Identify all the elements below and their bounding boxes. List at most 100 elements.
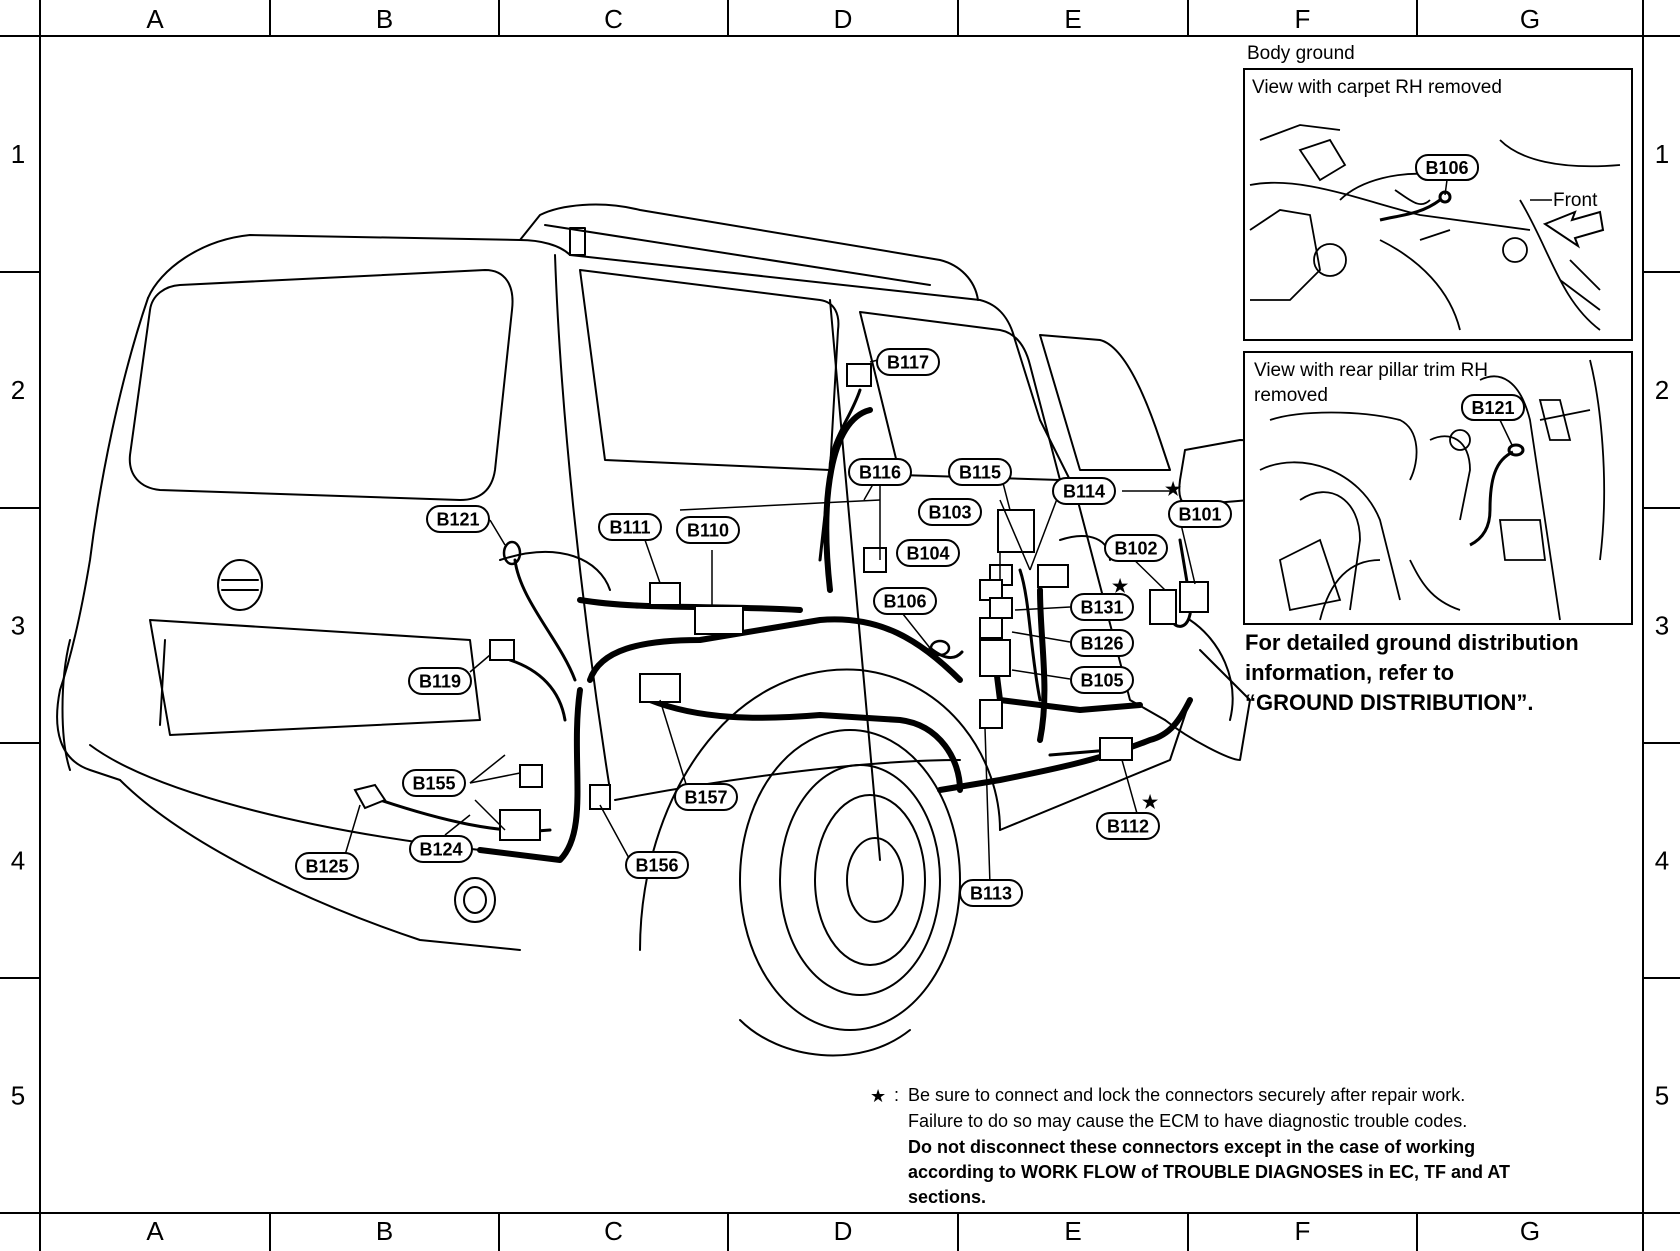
star-mark-b101: ★ (1165, 479, 1182, 499)
connector-callout-b121: B121 (426, 505, 490, 533)
inset-pillar-title-2: removed (1254, 385, 1328, 406)
inset-carpet-title: View with carpet RH removed (1252, 77, 1502, 98)
col-label-b-bottom: B (376, 1216, 393, 1246)
callout-frame-b155 (402, 769, 466, 797)
connector-callout-b131: B131 (1070, 593, 1134, 621)
connector-label-b112: B112 (1107, 817, 1149, 837)
front-arrow-label: Front (1553, 190, 1598, 211)
footnote-star: ★ (870, 1086, 886, 1106)
inset-pillar-callout: B121 (1461, 394, 1525, 446)
callout-frame-b116 (848, 458, 912, 486)
footnote-bold-1: Do not disconnect these connectors excep… (908, 1137, 1475, 1157)
callout-frame-b124 (409, 835, 473, 863)
connector-label-b119: B119 (419, 672, 461, 692)
col-label-c-top: C (604, 4, 623, 34)
connector-label-b102: B102 (1114, 539, 1157, 559)
connector-label-b105: B105 (1080, 671, 1123, 691)
callout-frame-b156 (625, 851, 689, 879)
connector-label-b103: B103 (928, 503, 971, 523)
connector-callout-b106: B106 (873, 587, 937, 615)
col-label-c-bottom: C (604, 1216, 623, 1246)
footnote-bold-2: according to WORK FLOW of TROUBLE DIAGNO… (908, 1162, 1510, 1182)
connector-label-b114: B114 (1063, 482, 1105, 502)
inset-carpet-callout: B106 (1415, 154, 1479, 196)
connector-label-b121: B121 (436, 510, 479, 530)
inset-carpet: View with carpet RH removed Front B106 (1243, 68, 1633, 341)
col-label-e-top: E (1064, 4, 1081, 34)
connector-callout-b155: B155 (402, 769, 466, 797)
callout-frame-b121 (426, 505, 490, 533)
callout-frame-b126 (1070, 629, 1134, 657)
footnote-line-2: Failure to do so may cause the ECM to ha… (908, 1111, 1467, 1131)
connector-label-b101: B101 (1178, 505, 1221, 525)
row-label-5-left: 5 (11, 1081, 25, 1111)
connector-label-b113: B113 (970, 884, 1012, 904)
connector-callout-b113: B113 (959, 879, 1023, 907)
connector-label-b104: B104 (906, 544, 949, 564)
col-label-a-bottom: A (146, 1216, 164, 1246)
connector-label-b126: B126 (1080, 634, 1123, 654)
star-mark-b102: ★ (1112, 576, 1129, 596)
row-label-2-left: 2 (11, 375, 25, 405)
col-label-f-top: F (1295, 4, 1311, 34)
connector-label-b131: B131 (1080, 598, 1123, 618)
connector-label-b157: B157 (684, 788, 727, 808)
connector-callout-b124: B124 (409, 835, 473, 863)
callout-frame-b104 (896, 539, 960, 567)
connector-label-b156: B156 (635, 856, 678, 876)
col-label-g-bottom: G (1520, 1216, 1540, 1246)
connector-callout-b112: B112 (1096, 812, 1160, 840)
connector-label-b110: B110 (687, 521, 729, 541)
callout-frame-b103 (918, 498, 982, 526)
front-arrow-icon (1542, 210, 1605, 249)
col-label-e-bottom: E (1064, 1216, 1081, 1246)
callout-frame-b117 (876, 348, 940, 376)
callout-frame-b101 (1168, 500, 1232, 528)
connector-callout-b116: B116 (848, 458, 912, 486)
row-label-3-right: 3 (1655, 611, 1669, 641)
footnote-colon: : (894, 1085, 899, 1105)
connector-callout-b101: B101 (1168, 500, 1232, 528)
ground-eyelets (502, 540, 951, 657)
body-ground-label: Body ground (1247, 43, 1355, 64)
connector-blocks (353, 363, 1209, 841)
note-line-2: information, refer to (1245, 660, 1454, 685)
connector-label-b116: B116 (859, 463, 901, 483)
connector-callout-b105: B105 (1070, 666, 1134, 694)
inset-pillar-title-1: View with rear pillar trim RH (1254, 360, 1488, 381)
callout-frame-b114 (1052, 477, 1116, 505)
connector-label-b117: B117 (887, 353, 929, 373)
connector-callout-b157: B157 (674, 783, 738, 811)
leader-lines (344, 359, 1196, 886)
ground-distribution-note: For detailed ground distribution informa… (1245, 630, 1579, 715)
col-label-b-top: B (376, 4, 393, 34)
row-label-4-right: 4 (1655, 846, 1669, 876)
callout-frame-b111 (598, 513, 662, 541)
col-label-g-top: G (1520, 4, 1540, 34)
footnote: ★ : Be sure to connect and lock the conn… (870, 1085, 1510, 1207)
connector-label-b155: B155 (412, 774, 455, 794)
row-label-2-right: 2 (1655, 375, 1669, 405)
footnote-line-1: Be sure to connect and lock the connecto… (908, 1085, 1465, 1105)
callout-frame-b115 (948, 458, 1012, 486)
callout-frame-b125 (295, 852, 359, 880)
connector-callout-b104: B104 (896, 539, 960, 567)
callout-frame-b157 (674, 783, 738, 811)
connector-callout-b117: B117 (876, 348, 940, 376)
inset-carpet-connector-label: B106 (1425, 158, 1468, 178)
connector-callout-b102: B102 (1104, 534, 1168, 562)
connector-label-b106: B106 (883, 592, 926, 612)
row-label-3-left: 3 (11, 611, 25, 641)
col-label-f-bottom: F (1295, 1216, 1311, 1246)
connector-callout-b110: B110 (676, 516, 740, 544)
note-line-1: For detailed ground distribution (1245, 630, 1579, 655)
connector-callout-b114: B114 (1052, 477, 1116, 505)
row-label-5-right: 5 (1655, 1081, 1669, 1111)
connector-callout-b125: B125 (295, 852, 359, 880)
connector-callout-b126: B126 (1070, 629, 1134, 657)
row-label-1-left: 1 (11, 139, 25, 169)
connector-callout-b111: B111 (598, 513, 662, 541)
